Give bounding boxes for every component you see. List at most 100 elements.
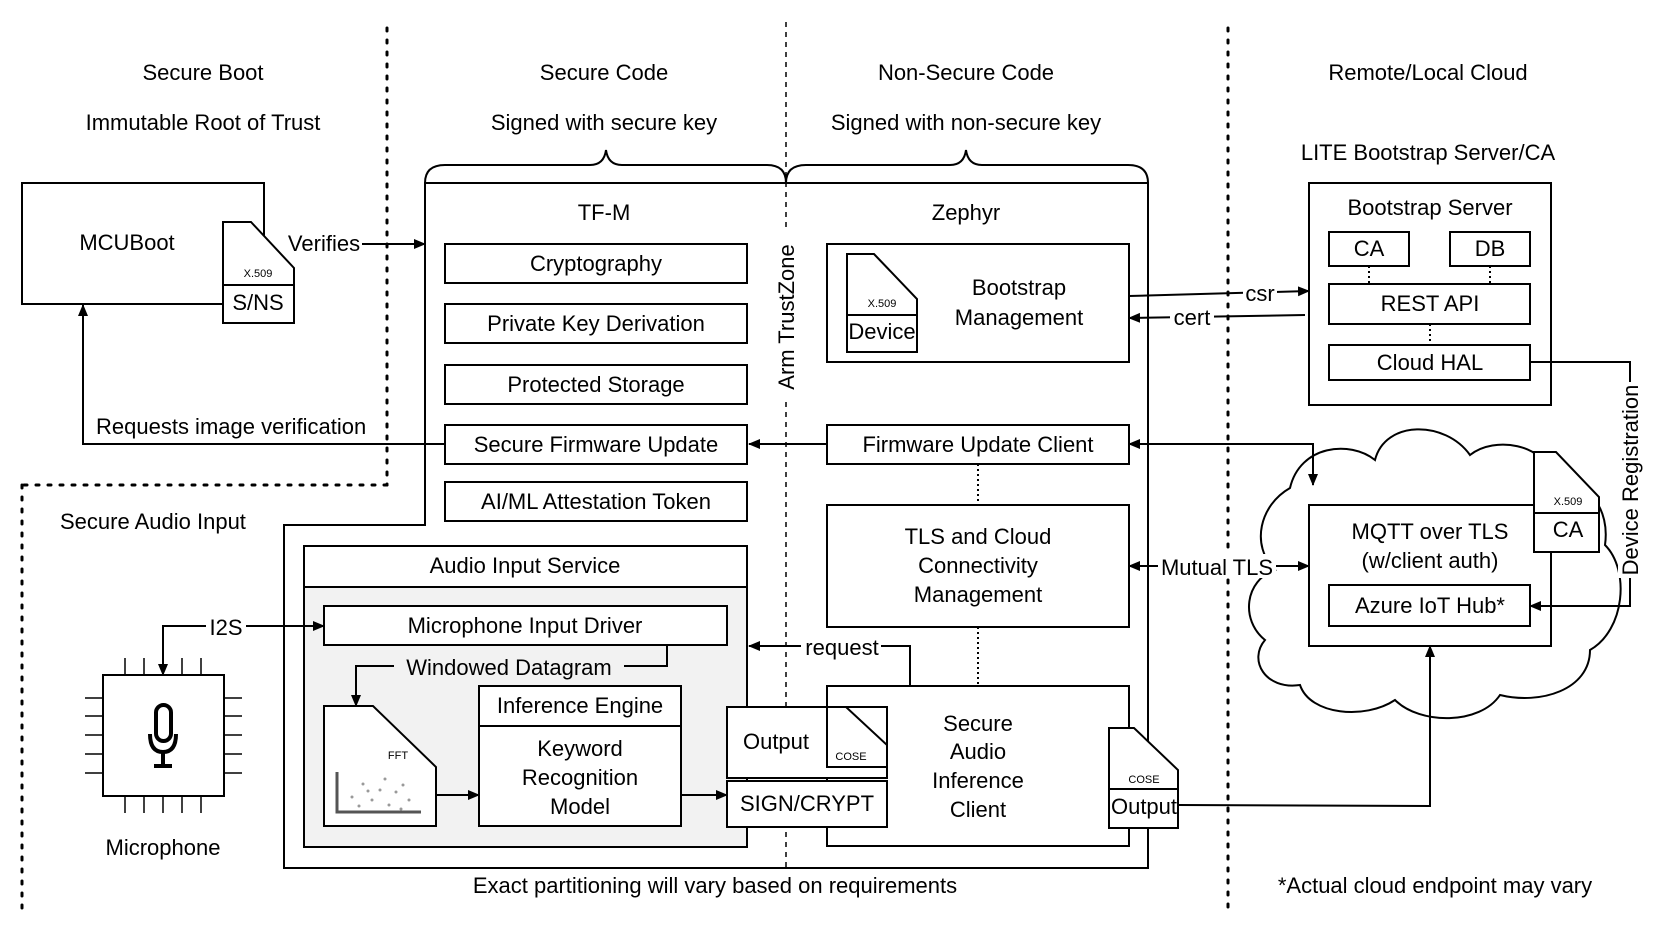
header-secure-code: Secure Code: [540, 60, 668, 85]
tfm-item-secure-fw-update-label: Secure Firmware Update: [474, 432, 719, 457]
tfm-item-key-derivation: [444, 303, 748, 344]
sign-crypt-box: [726, 780, 888, 828]
tls-management-label-3: Management: [914, 582, 1042, 607]
footer-partitioning-note: Exact partitioning will vary based on re…: [473, 873, 957, 898]
secure-audio-input-label: Secure Audio Input: [60, 509, 246, 534]
bootstrap-db-label: DB: [1475, 236, 1506, 261]
mic-driver-box: [323, 605, 728, 646]
fw-update-client-label: Firmware Update Client: [862, 432, 1093, 457]
bootstrap-server-title: Bootstrap Server: [1347, 195, 1512, 220]
fw-update-client-box: [826, 424, 1130, 465]
cloud-ca-cert-type: X.509: [1554, 496, 1583, 508]
windowed-datagram-label: Windowed Datagram: [406, 655, 611, 680]
sign-output-doc: COSE: [826, 706, 888, 768]
i2s-edge: [158, 621, 325, 676]
rest-api-box: [1328, 283, 1531, 325]
audio-input-service-header: [303, 545, 748, 588]
inference-engine-header: [478, 685, 682, 727]
fft-label: FFT: [388, 750, 408, 762]
cloud-ca-cert-label: CA: [1553, 517, 1584, 542]
fft-doc: FFT: [323, 705, 437, 827]
kws-model-label-1: Keyword: [537, 736, 623, 761]
secure-code-brace: [424, 149, 787, 184]
mic-driver-label: Microphone Input Driver: [408, 613, 643, 638]
bootstrap-management-label-1: Bootstrap: [972, 275, 1066, 300]
csr-edge: [1128, 286, 1310, 297]
sign-output-type: COSE: [835, 751, 866, 763]
secure-audio-client-label-3: Inference: [932, 768, 1024, 793]
tfm-item-attestation-token: [444, 481, 748, 522]
header-immutable-root: Immutable Root of Trust: [86, 110, 321, 135]
sign-crypt-label: SIGN/CRYPT: [740, 791, 874, 816]
device-registration-label: Device Registration: [1618, 385, 1643, 576]
tls-management-label-2: Connectivity: [918, 553, 1038, 578]
client-output-doc: COSE Output: [1108, 727, 1179, 829]
tfm-item-key-derivation-label: Private Key Derivation: [487, 311, 705, 336]
client-output-type: COSE: [1128, 774, 1159, 786]
bootstrap-ca-label: CA: [1354, 236, 1385, 261]
output-to-azure-edge: [1177, 645, 1435, 808]
tfm-title: TF-M: [578, 200, 631, 225]
system-container: [283, 182, 1149, 869]
cloud-hal-label: Cloud HAL: [1377, 350, 1483, 375]
mqtt-label-1: MQTT over TLS: [1352, 519, 1509, 544]
mutual-tls-label: Mutual TLS: [1161, 555, 1273, 580]
fw-client-cloud-edge: [1128, 439, 1318, 486]
device-cert-type: X.509: [868, 298, 897, 310]
kws-model-box: [478, 725, 682, 827]
mcuboot-label: MCUBoot: [79, 230, 174, 255]
header-signed-secure: Signed with secure key: [491, 110, 717, 135]
header-secure-boot: Secure Boot: [142, 60, 263, 85]
header-cloud: Remote/Local Cloud: [1328, 60, 1527, 85]
zephyr-title: Zephyr: [932, 200, 1000, 225]
request-label: request: [805, 635, 878, 660]
non-secure-code-brace: [785, 149, 1149, 184]
header-lite-bootstrap: LITE Bootstrap Server/CA: [1301, 140, 1556, 165]
tfm-item-protected-storage: [444, 364, 748, 405]
mqtt-label-2: (w/client auth): [1362, 548, 1499, 573]
secure-audio-client-label-2: Audio: [950, 739, 1006, 764]
csr-label: csr: [1245, 281, 1274, 306]
sign-output-label: Output: [743, 729, 809, 754]
tfm-item-cryptography-label: Cryptography: [530, 251, 662, 276]
header-non-secure-code: Non-Secure Code: [878, 60, 1054, 85]
tfm-item-protected-storage-label: Protected Storage: [507, 372, 684, 397]
azure-iot-hub-box: [1328, 584, 1531, 627]
fft-plot-points: [350, 777, 411, 811]
kws-model-label-2: Recognition: [522, 765, 638, 790]
microphone-icon: [148, 703, 178, 768]
cert-edge: [1128, 312, 1306, 323]
audio-input-service-title: Audio Input Service: [430, 553, 621, 578]
i2s-label: I2S: [209, 615, 242, 640]
azure-iot-hub-label: Azure IoT Hub*: [1355, 593, 1505, 618]
fft-plot-axes: [335, 772, 421, 814]
device-cert-label: Device: [848, 319, 915, 344]
inference-engine-label: Inference Engine: [497, 693, 663, 718]
kws-model-label-3: Model: [550, 794, 610, 819]
client-output-label: Output: [1111, 794, 1177, 819]
mcuboot-cert-label: S/NS: [232, 290, 283, 315]
secure-audio-client-label-1: Secure: [943, 711, 1013, 736]
cert-label: cert: [1174, 305, 1211, 330]
tls-management-box: [826, 504, 1130, 628]
device-cert-icon: X.509 Device: [846, 253, 918, 353]
trustzone-label: Arm TrustZone: [774, 244, 799, 389]
tfm-item-secure-fw-update: [444, 424, 748, 465]
bootstrap-management-label-2: Management: [955, 305, 1083, 330]
verifies-label: Verifies: [288, 231, 360, 256]
tfm-item-attestation-token-label: AI/ML Attestation Token: [481, 489, 711, 514]
requests-verification-label: Requests image verification: [96, 414, 366, 439]
footer-cloud-note: *Actual cloud endpoint may vary: [1278, 873, 1592, 898]
secure-audio-client-label-4: Client: [950, 797, 1006, 822]
requests-verification-edge: [78, 304, 445, 445]
mcuboot-cert-type: X.509: [244, 268, 273, 280]
cloud-ca-cert-icon: X.509 CA: [1533, 451, 1600, 553]
header-signed-non-secure: Signed with non-secure key: [831, 110, 1101, 135]
tls-management-label-1: TLS and Cloud: [905, 524, 1052, 549]
mcuboot-cert-icon: X.509 S/NS: [222, 221, 295, 324]
microphone-label: Microphone: [106, 835, 221, 860]
microphone-chip: [85, 658, 242, 813]
tfm-item-cryptography: [444, 243, 748, 284]
rest-api-label: REST API: [1381, 291, 1480, 316]
